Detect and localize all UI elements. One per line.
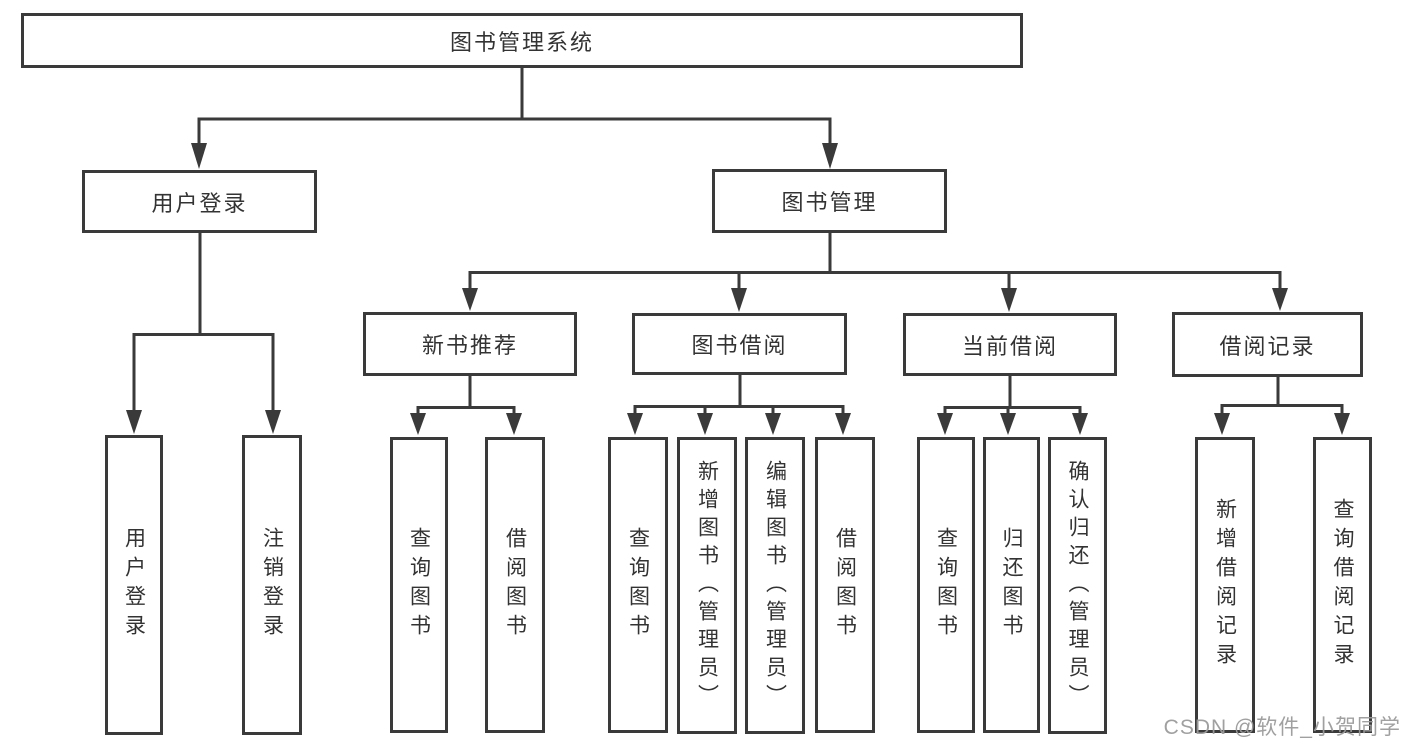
leaf-add-book-admin-label: 新增图书（管理员）	[695, 459, 719, 712]
new-book-recommend-node-label: 新书推荐	[421, 333, 518, 358]
leaf-add-borrow-record: 新增借阅记录	[1195, 437, 1255, 733]
current-borrow-node-label: 当前借阅	[961, 333, 1058, 359]
leaf-add-borrow-record-label: 新增借阅记录	[1213, 498, 1237, 672]
leaf-return-book: 归还图书	[983, 437, 1040, 733]
leaf-borrow-book: 借阅图书	[815, 437, 875, 733]
leaf-logout-label: 注销登录	[260, 527, 284, 643]
leaf-query-borrow-record-label: 查询借阅记录	[1331, 498, 1354, 672]
book-management-node-label: 图书管理	[781, 190, 878, 215]
leaf-add-book-admin: 新增图书（管理员）	[677, 437, 737, 734]
user-login-node-label: 用户登录	[151, 190, 248, 216]
leaf-user-login-label: 用户登录	[122, 527, 146, 643]
leaf-query-book-current: 查询图书	[917, 437, 975, 733]
current-borrow-node: 当前借阅	[903, 313, 1117, 376]
leaf-logout: 注销登录	[242, 435, 302, 735]
book-management-node: 图书管理	[712, 169, 947, 233]
leaf-borrow-book-label: 借阅图书	[833, 527, 857, 643]
leaf-query-borrow-record: 查询借阅记录	[1313, 437, 1372, 733]
leaf-edit-book-admin: 编辑图书（管理员）	[745, 437, 805, 734]
book-borrow-node-label: 图书借阅	[691, 333, 788, 358]
leaf-query-book-recommend: 查询图书	[390, 437, 448, 733]
leaf-query-book-current-label: 查询图书	[934, 527, 958, 643]
root-node-label: 图书管理系统	[449, 29, 594, 55]
book-borrow-node: 图书借阅	[632, 313, 847, 375]
leaf-query-book-borrow: 查询图书	[608, 437, 668, 733]
csdn-watermark: CSDN @软件_小贺同学	[1163, 716, 1401, 739]
leaf-borrow-book-recommend: 借阅图书	[485, 437, 545, 733]
leaf-confirm-return-admin-label: 确认归还（管理员）	[1066, 459, 1089, 712]
leaf-return-book-label: 归还图书	[1000, 527, 1023, 643]
root-node: 图书管理系统	[21, 13, 1023, 68]
borrow-record-node-label: 借阅记录	[1219, 333, 1316, 359]
leaf-query-book-recommend-label: 查询图书	[407, 527, 431, 643]
new-book-recommend-node: 新书推荐	[363, 312, 577, 376]
user-login-node: 用户登录	[82, 170, 317, 233]
leaf-user-login: 用户登录	[105, 435, 163, 735]
leaf-edit-book-admin-label: 编辑图书（管理员）	[763, 459, 787, 712]
borrow-record-node: 借阅记录	[1172, 312, 1363, 377]
leaf-query-book-borrow-label: 查询图书	[626, 527, 650, 643]
leaf-borrow-book-recommend-label: 借阅图书	[503, 527, 527, 643]
leaf-confirm-return-admin: 确认归还（管理员）	[1048, 437, 1107, 734]
